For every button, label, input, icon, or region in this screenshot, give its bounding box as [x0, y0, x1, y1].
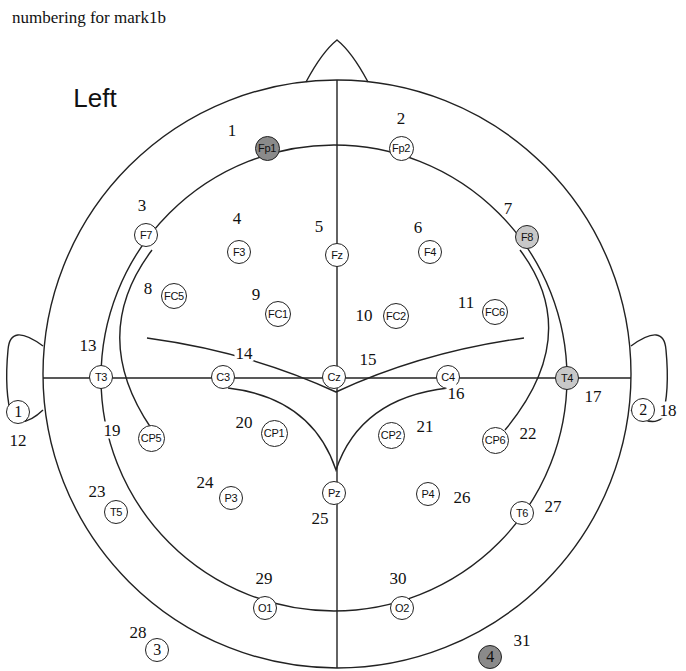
electrode-label: T4 [561, 372, 573, 384]
electrode-label: P3 [225, 492, 238, 504]
nose [306, 40, 368, 82]
arc-left [120, 250, 152, 428]
electrode-label: 2 [639, 401, 647, 419]
electrode-circle: Cz [322, 365, 346, 389]
upper-curve [147, 338, 524, 392]
diagram-title: numbering for mark1b [12, 8, 166, 28]
callout-number: 3 [137, 197, 148, 214]
callout-number: 19 [103, 422, 122, 439]
electrode-label: T6 [516, 507, 528, 519]
callout-number: 4 [232, 210, 243, 227]
electrode-label: F4 [424, 246, 436, 258]
electrode-circle: F8 [515, 225, 539, 249]
electrode-circle: CP5 [138, 425, 165, 452]
electrode-label: CP2 [381, 429, 402, 441]
electrode-label: Fp2 [392, 142, 410, 154]
electrode-circle: Pz [322, 481, 346, 505]
electrode-circle: O1 [253, 596, 277, 620]
electrode-label: F7 [140, 229, 152, 241]
callout-number: 30 [389, 570, 408, 587]
electrode-label: Cz [328, 371, 341, 383]
electrode-circle: P3 [219, 486, 243, 510]
electrode-label: FC6 [485, 306, 505, 318]
callout-number: 21 [416, 418, 435, 435]
electrode-circle: FC6 [482, 299, 508, 325]
callout-number: 24 [196, 474, 215, 491]
head-circle [43, 80, 631, 668]
electrode-label: Pz [328, 487, 340, 499]
callout-number: 9 [251, 286, 262, 303]
electrode-circle: O2 [390, 596, 414, 620]
electrode-circle: 3 [145, 638, 169, 662]
electrode-circle: T3 [89, 365, 113, 389]
callout-number: 17 [584, 388, 603, 405]
electrode-label: C4 [441, 371, 454, 383]
electrode-circle: FC2 [383, 303, 409, 329]
electrode-label: Fz [331, 249, 343, 261]
electrode-label: 4 [486, 648, 494, 666]
electrode-circle: Fz [325, 243, 349, 267]
callout-number: 23 [88, 483, 107, 500]
callout-number: 10 [355, 307, 374, 324]
callout-number: 27 [544, 498, 563, 515]
electrode-label: P4 [422, 488, 435, 500]
electrode-label: FC1 [268, 308, 288, 320]
electrode-label: FC2 [386, 310, 406, 322]
callout-number: 13 [79, 337, 98, 354]
callout-number: 26 [453, 489, 472, 506]
callout-number: 11 [457, 294, 475, 311]
callout-number: 6 [413, 219, 424, 236]
electrode-label: CP6 [485, 434, 506, 446]
callout-number: 29 [255, 570, 274, 587]
electrode-circle: Fp1 [255, 136, 280, 161]
electrode-label: C3 [216, 371, 229, 383]
callout-number: 2 [396, 110, 407, 127]
callout-number: 22 [519, 425, 538, 442]
electrode-circle: F4 [418, 240, 442, 264]
electrode-circle: 4 [478, 645, 502, 669]
electrode-label: Fp1 [258, 142, 276, 154]
electrode-circle: FC1 [265, 301, 291, 327]
electrode-label: FC5 [164, 290, 184, 302]
electrode-circle: CP1 [261, 420, 288, 447]
electrode-circle: 1 [6, 400, 30, 424]
electrode-circle: CP2 [378, 422, 405, 449]
lower-curve [228, 388, 448, 470]
electrode-circle: T4 [555, 366, 579, 390]
callout-number: 20 [235, 414, 254, 431]
electrode-label: T3 [95, 371, 107, 383]
electrode-label: T5 [110, 506, 122, 518]
electrode-label: CP1 [264, 427, 285, 439]
callout-number: 31 [513, 632, 532, 649]
electrode-label: O2 [395, 602, 409, 614]
side-label: Left [72, 85, 117, 111]
callout-number: 16 [447, 385, 466, 402]
electrode-circle: 2 [631, 398, 655, 422]
electrode-circle: T6 [510, 501, 534, 525]
electrode-label: F3 [233, 246, 245, 258]
callout-number: 12 [9, 432, 28, 449]
callout-number: 1 [227, 122, 238, 139]
electrode-circle: Fp2 [389, 136, 414, 161]
electrode-label: O1 [258, 602, 272, 614]
callout-number: 25 [311, 510, 330, 527]
electrode-label: 3 [153, 641, 161, 659]
electrode-label: 1 [14, 403, 22, 421]
electrode-circle: FC5 [161, 283, 187, 309]
electrode-label: F8 [521, 231, 533, 243]
electrode-label: CP5 [141, 432, 162, 444]
callout-number: 14 [235, 345, 254, 362]
electrode-circle: CP6 [482, 427, 509, 454]
callout-number: 8 [143, 280, 154, 297]
callout-number: 7 [503, 200, 514, 217]
callout-number: 28 [129, 624, 148, 641]
callout-number: 5 [314, 218, 325, 235]
electrode-circle: F3 [227, 240, 251, 264]
callout-number: 15 [359, 351, 378, 368]
electrode-circle: T5 [104, 500, 128, 524]
electrode-circle: P4 [416, 482, 440, 506]
electrode-circle: F7 [134, 223, 158, 247]
callout-number: 18 [659, 402, 678, 419]
electrode-circle: C3 [211, 365, 235, 389]
